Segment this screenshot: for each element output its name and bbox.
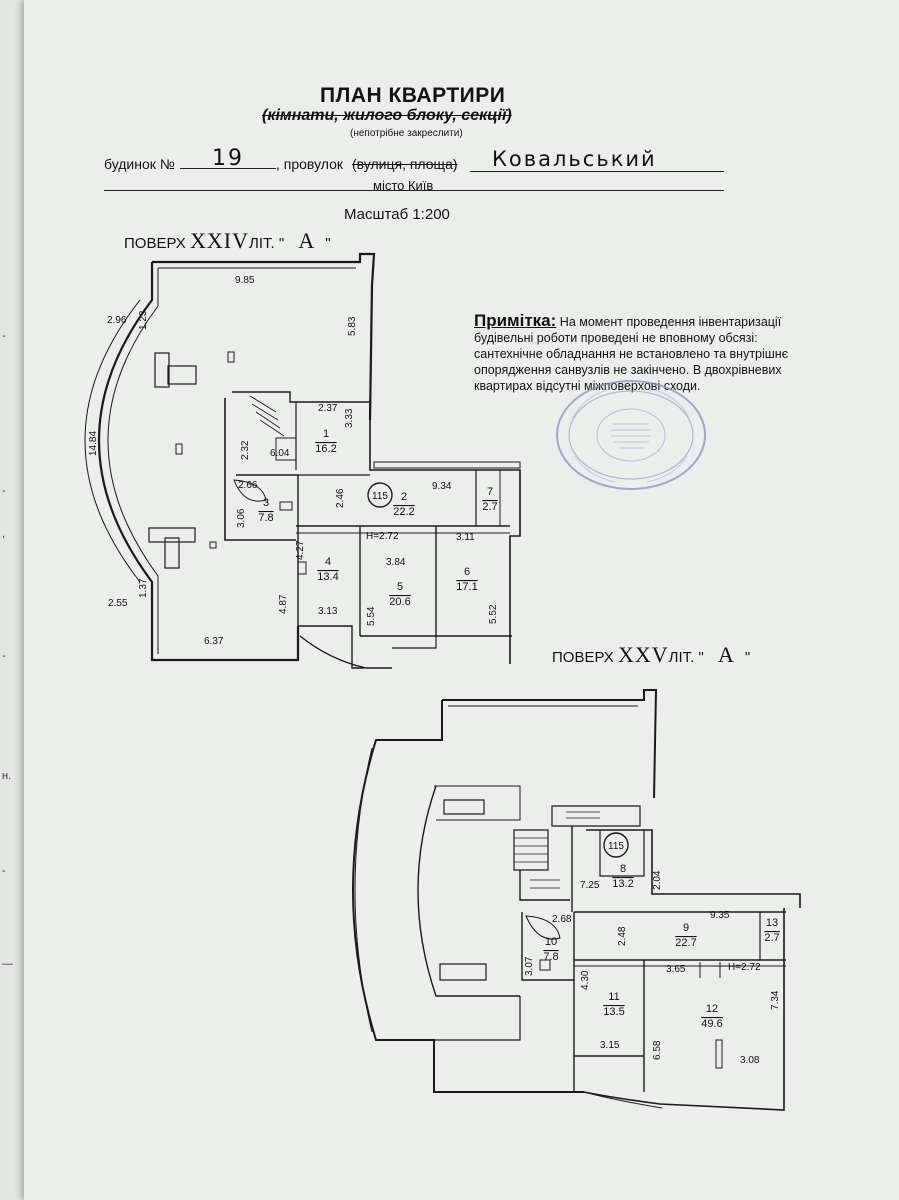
lit-label: ЛІТ. " [668,649,704,666]
floor-number: XXIV [189,228,249,253]
street-name: Ковальський [492,147,657,171]
page-subtitle: (кімнати, жилого блоку, секції) [262,107,512,124]
adjacent-page-edge: - - , - н. - — [0,0,25,1200]
edge-mark: , [2,528,6,540]
lit-close: " [744,649,751,666]
note-heading: Примітка: [474,311,557,330]
edge-mark: — [2,958,13,970]
edge-mark: - [2,865,6,877]
house-label: будинок № [104,156,175,172]
lit-value: А [717,642,735,667]
lit-label: ЛІТ. " [248,235,285,252]
street-type-struck: (вулиця, площа) [352,156,458,172]
document-sheet [24,0,899,1200]
strike-instruction: (непотрібне закреслити) [350,128,463,139]
edge-mark: - [2,330,6,342]
note-text: На момент проведення інвентаризації буді… [474,315,789,393]
lit-value: А [298,228,316,253]
official-stamp [556,380,706,490]
edge-mark: н. [2,770,12,782]
floor-label-25: ПОВЕРХ XXVЛІТ. " А " [552,642,750,668]
house-number: 19 [212,146,244,171]
floor-prefix: ПОВЕРХ [552,649,614,666]
scale-label: Масштаб 1:200 [344,206,450,223]
edge-mark: - [2,485,6,497]
note-block: Примітка: На момент проведення інвентари… [474,311,819,394]
floor-number: XXV [617,642,669,667]
page-title: ПЛАН КВАРТИРИ [320,84,506,107]
floor-prefix: ПОВЕРХ [124,235,186,252]
floor-label-24: ПОВЕРХ XXIVЛІТ. " А " [124,228,331,254]
city-name: місто Київ [373,178,434,193]
edge-mark: - [2,650,6,662]
lit-close: " [325,235,331,252]
street-type-label: , провулок [276,156,343,172]
